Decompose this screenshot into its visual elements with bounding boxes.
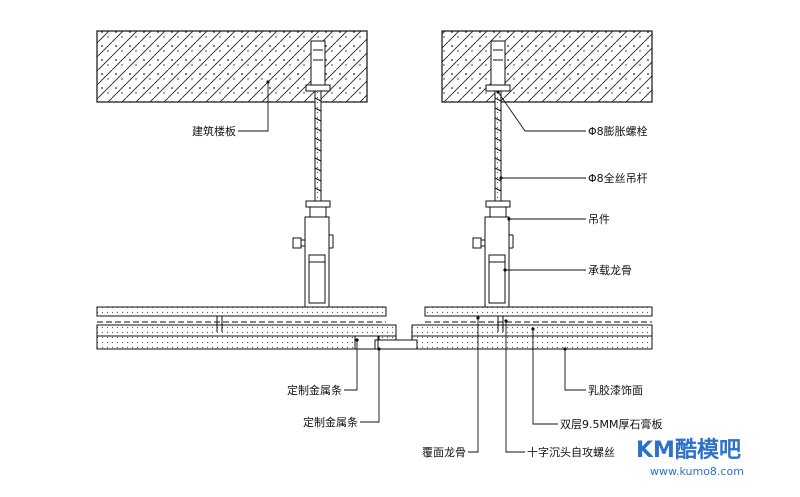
svg-text:www.kumo8.com: www.kumo8.com [650,465,744,478]
label-metal-strip-2: 定制金属条 [303,415,358,429]
label-threaded-rod: Φ8全丝吊杆 [588,171,648,185]
label-expansion-bolt: Φ8膨胀螺栓 [588,124,648,138]
leader-dots [266,80,567,351]
ceiling-board-right [411,306,653,350]
leader-lines [238,82,586,453]
hanger-assembly-right [472,40,514,308]
building-slab-right [441,30,653,103]
hanger-assembly-left [292,40,334,308]
watermark-logo: KM酷模吧 www.kumo8.com [636,438,744,478]
label-screw: 十字沉头自攻螺丝 [527,445,615,459]
ceiling-board-left [96,306,397,350]
label-metal-strip-1: 定制金属条 [287,383,342,397]
label-main-keel: 承载龙骨 [588,264,632,277]
label-hanger: 吊件 [588,213,610,226]
label-gypsum-board: 双层9.5MM厚石膏板 [560,417,662,431]
label-building-slab: 建筑楼板 [192,124,236,138]
label-cover-keel: 覆面龙骨 [422,446,466,459]
svg-text:KM酷模吧: KM酷模吧 [636,438,741,463]
label-latex-paint: 乳胶漆饰面 [588,383,643,397]
metal-strip-joint [354,335,418,350]
